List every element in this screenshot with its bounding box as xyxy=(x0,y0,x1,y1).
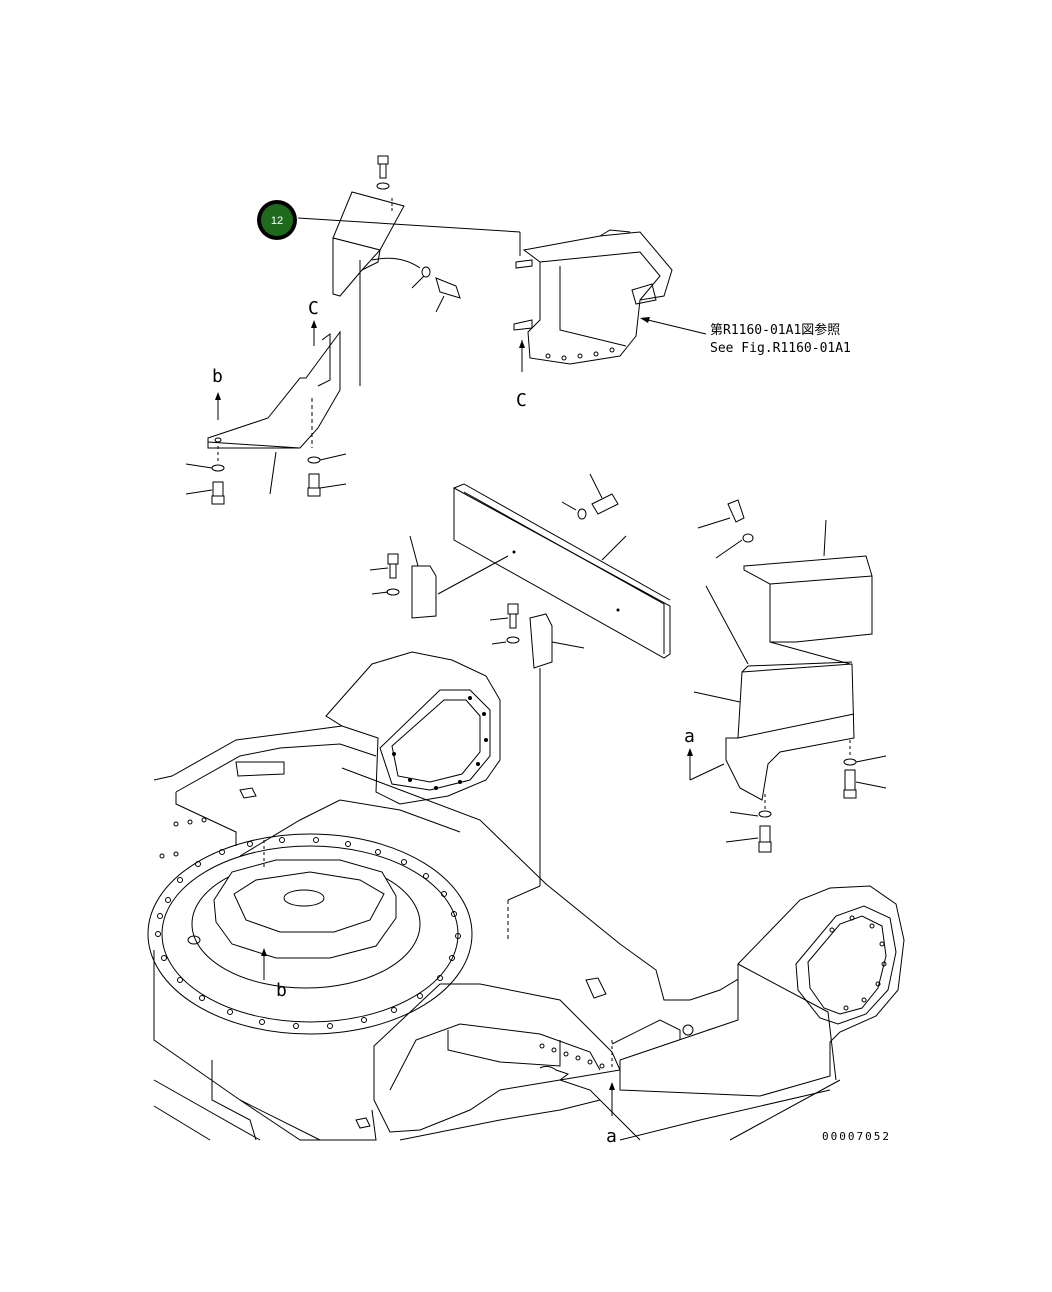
hood-cover xyxy=(513,229,673,365)
view-arrow-c-top: C xyxy=(308,298,319,346)
reference-jp: 第R1160-01A1図参照 xyxy=(710,322,840,338)
lower-cover-plate xyxy=(693,661,855,801)
drawing-number: 00007052 xyxy=(822,1130,891,1143)
callout-fill xyxy=(261,204,293,236)
view-letter-b: b xyxy=(212,366,223,387)
bolt-top xyxy=(376,155,390,190)
view-arrow-a-right: a xyxy=(684,726,725,781)
leader-line xyxy=(507,885,541,901)
view-arrow-c-right: C xyxy=(516,340,527,411)
leader-line xyxy=(297,217,521,233)
reference-en: See Fig.R1160-01A1 xyxy=(710,341,851,356)
top-cover-plate xyxy=(705,519,873,665)
view-arrow-b-top: b xyxy=(212,366,223,420)
bolt-side xyxy=(411,266,461,313)
washer-and-bolts-left xyxy=(185,451,347,505)
callout-number: 12 xyxy=(271,215,283,227)
view-letter-c: C xyxy=(308,298,319,319)
angle-beam xyxy=(453,483,671,659)
cover-bracket-part-12 xyxy=(332,191,405,297)
view-letter-b: b xyxy=(276,980,287,1001)
leader-line xyxy=(647,319,707,335)
view-arrow-a-bottom: a xyxy=(606,1040,617,1147)
view-letter-a: a xyxy=(606,1126,617,1147)
washer-and-bolts-right xyxy=(725,740,887,853)
lower-bracket xyxy=(207,260,361,449)
view-letter-c: C xyxy=(516,390,527,411)
clip-right xyxy=(489,603,585,669)
view-arrow-b-bottom: b xyxy=(261,840,287,1001)
main-frame xyxy=(147,651,905,1141)
bolt-upper-right xyxy=(697,499,754,559)
callout-badge[interactable]: 12 xyxy=(257,200,297,240)
bolt-circle xyxy=(155,837,461,1029)
leader-line xyxy=(371,257,421,269)
bolt-beam xyxy=(561,473,627,561)
view-letter-a: a xyxy=(684,726,695,747)
arrowhead xyxy=(640,317,650,323)
clip-left xyxy=(369,535,509,619)
